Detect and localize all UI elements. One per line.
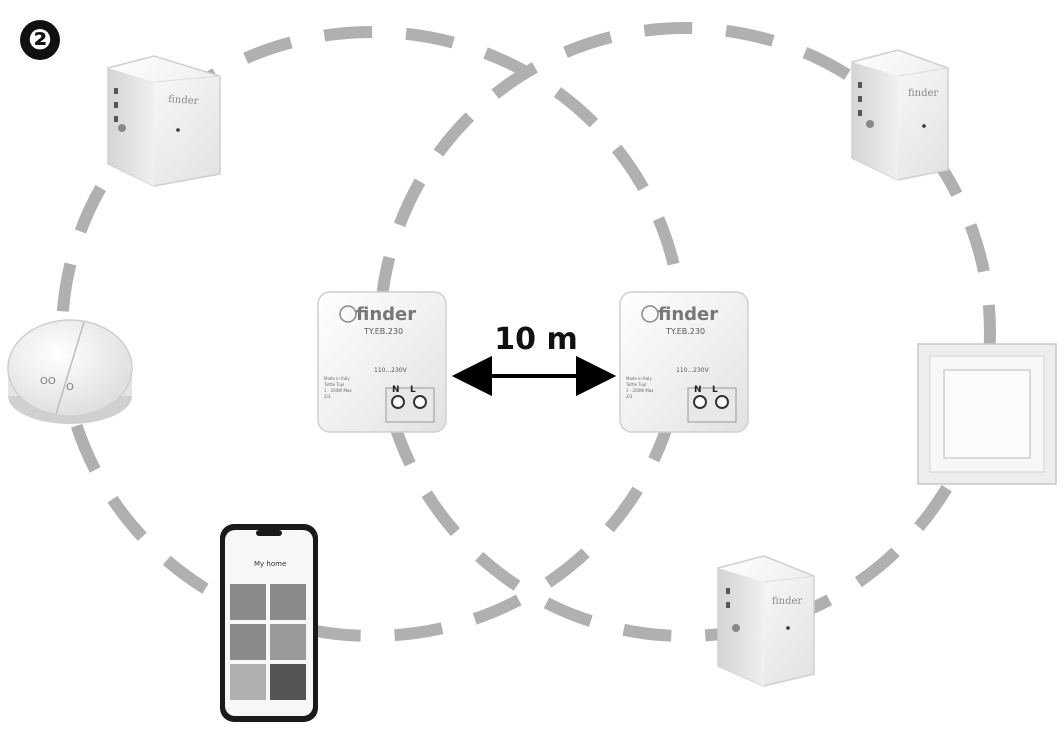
receiver-module-right [619, 291, 749, 433]
receiver-fine-print-right-1: Tuttle Tuyl [625, 382, 646, 387]
receiver-model-right: TY.EB.230 [665, 327, 705, 336]
phone-app-title: My home [254, 560, 286, 568]
terminal-n-right: N [694, 385, 702, 395]
receiver-rating-left: 110...230V [374, 367, 408, 374]
wall-switch [917, 343, 1057, 485]
actuator-brand-label: finder [908, 88, 938, 99]
receiver-module-left [317, 291, 447, 433]
actuator-module-top-right [851, 49, 949, 181]
receiver-brand-left: finder [356, 304, 416, 325]
actuator-module-bottom-right [717, 555, 815, 687]
receiver-fine-print-left-0: Made in Italy [324, 376, 350, 381]
svg-text:O: O [66, 382, 74, 393]
distance-label: 10 m [494, 322, 578, 357]
receiver-fine-print-left-3: 2/3 [324, 394, 331, 399]
actuator-module-top-left [107, 55, 221, 187]
range-circle-right [374, 22, 996, 642]
receiver-rating-right: 110...230V [676, 367, 710, 374]
receiver-fine-print-right-2: 1 - 200W Max [626, 388, 654, 393]
terminal-l-right: L [712, 385, 718, 395]
receiver-fine-print-right-0: Made in Italy [626, 376, 652, 381]
receiver-fine-print-right-3: 2/3 [626, 394, 633, 399]
terminal-l-left: L [410, 385, 416, 395]
actuator-brand-label: finder [772, 596, 802, 607]
actuator-brand-label: finder [168, 94, 199, 107]
smartphone [220, 524, 318, 722]
step-number-badge: ❷ [20, 20, 60, 60]
receiver-brand-right: finder [658, 304, 718, 325]
receiver-fine-print-left-2: 1 - 200W Max [324, 388, 352, 393]
wireless-button-puck: OO O [7, 319, 133, 424]
receiver-model-left: TY.EB.230 [363, 327, 403, 336]
svg-text:OO: OO [40, 376, 56, 387]
terminal-n-left: N [392, 385, 400, 395]
receiver-fine-print-left-1: Tuttle Tuyl [323, 382, 344, 387]
